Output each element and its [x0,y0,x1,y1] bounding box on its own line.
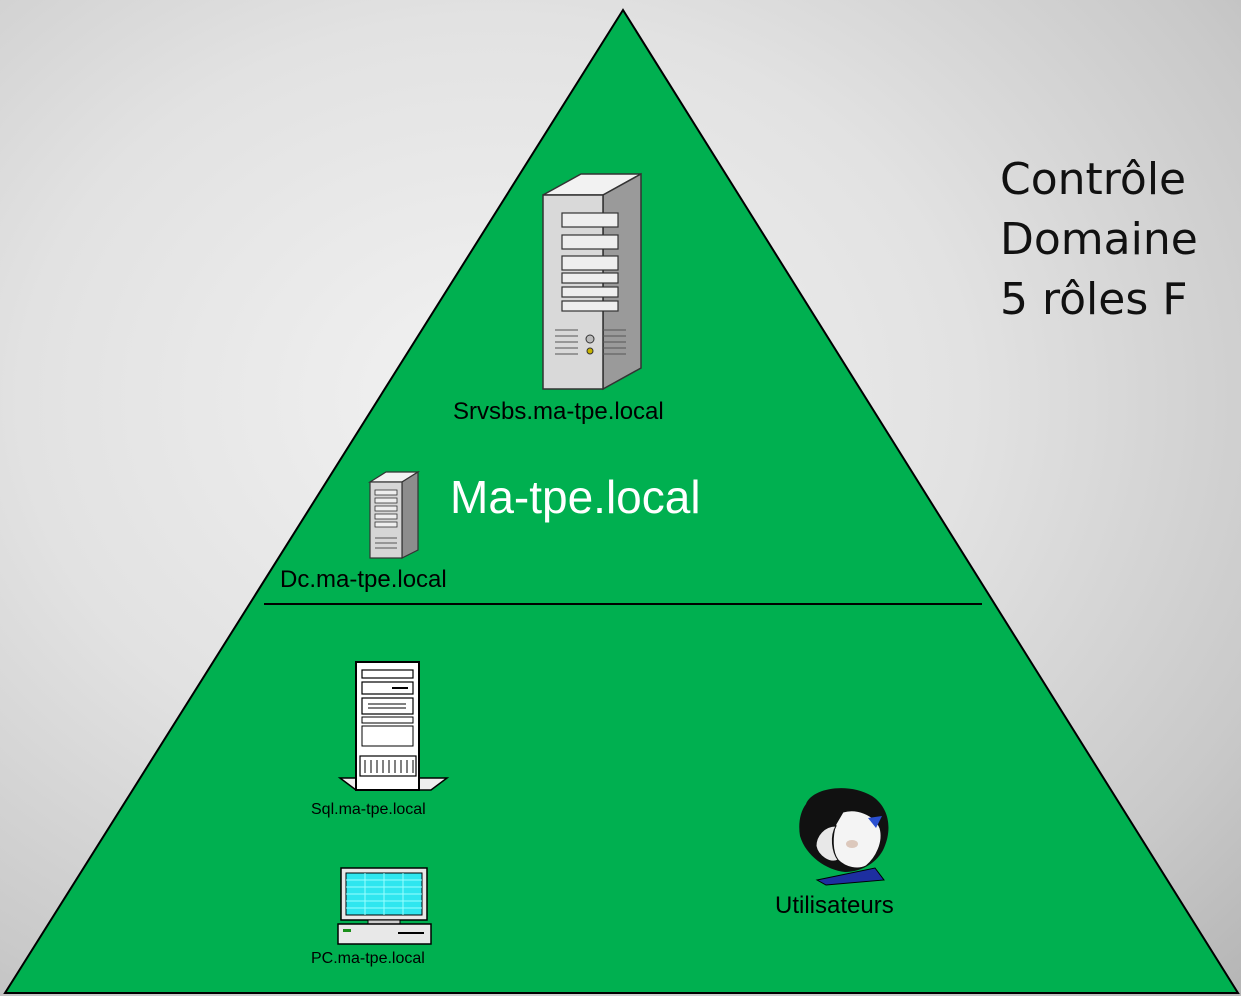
side-text-line-3: 5 rôles F [1000,274,1188,325]
small-server-icon [367,470,421,559]
users-icon [799,788,889,886]
side-text-block: Contrôle Domaine 5 rôles F [1000,150,1198,330]
desktop-pc-icon [337,867,432,945]
side-text-line-1: Contrôle [1000,154,1187,205]
srvsbs-label: Srvsbs.ma-tpe.local [453,398,664,425]
domain-pyramid [3,8,1240,994]
side-text-line-2: Domaine [1000,214,1198,265]
dc-label: Dc.ma-tpe.local [280,566,447,593]
pc-label: PC.ma-tpe.local [311,950,425,967]
users-label: Utilisateurs [775,892,894,919]
tower-server-icon [542,172,642,391]
sql-server-icon [337,661,450,791]
sql-label: Sql.ma-tpe.local [311,801,426,818]
domain-title: Ma-tpe.local [450,471,701,523]
